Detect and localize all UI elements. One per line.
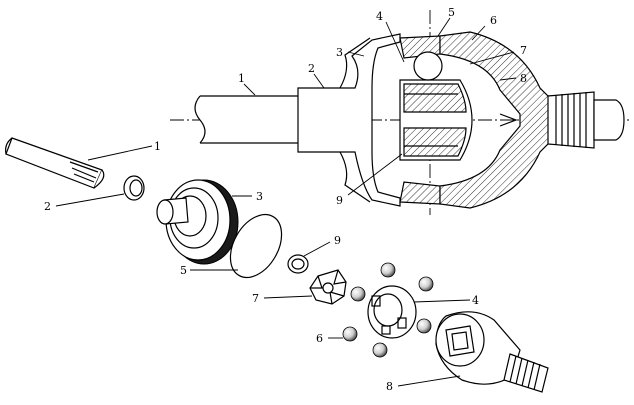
callout-exploded-9: 9 [334, 234, 341, 247]
callout-exploded-4: 4 [472, 294, 479, 307]
callout-top-1: 1 [238, 72, 245, 85]
retaining-ring-part: 9 [287, 234, 341, 274]
callout-exploded-7: 7 [252, 292, 259, 305]
sectional-view: 1 2 3 4 5 6 7 8 9 [170, 6, 630, 215]
callout-exploded-5: 5 [180, 264, 187, 277]
boot-part: 3 [156, 179, 263, 265]
clamp-ring-part: 5 [180, 213, 283, 279]
callout-top-9: 9 [336, 194, 343, 207]
cage-bottom-section [399, 181, 441, 205]
callout-exploded-8: 8 [386, 380, 393, 393]
callout-top-6: 6 [490, 14, 497, 27]
top-callouts: 1 2 3 4 5 6 7 8 9 [238, 6, 527, 207]
callout-exploded-3: 3 [256, 190, 263, 203]
outer-race-section [439, 31, 561, 209]
outer-race-part: 8 [386, 311, 549, 393]
callout-top-5: 5 [448, 6, 455, 19]
callout-top-2: 2 [308, 62, 315, 75]
callout-exploded-2: 2 [44, 200, 51, 213]
snap-ring-part: 2 [44, 175, 145, 213]
ball [372, 342, 388, 358]
callout-top-8: 8 [520, 72, 527, 85]
callout-top-3: 3 [336, 46, 343, 59]
balls-part: 6 [316, 262, 434, 358]
ball [380, 262, 396, 278]
shaft-part: 1 [5, 137, 161, 189]
inner-race-part: 7 [252, 269, 347, 305]
ball [416, 318, 432, 334]
boot-section [297, 33, 401, 207]
callout-exploded-1: 1 [154, 140, 161, 153]
stub-shaft-section [547, 91, 625, 149]
ball [418, 276, 434, 292]
inner-race-section [399, 79, 473, 161]
cage-part: 4 [367, 285, 479, 339]
callout-top-4: 4 [376, 10, 383, 23]
callout-top-7: 7 [520, 44, 527, 57]
ball [350, 286, 366, 302]
ball-section [413, 51, 443, 81]
ball [342, 326, 358, 342]
callout-exploded-6: 6 [316, 332, 323, 345]
exploded-view: 1 2 3 5 [5, 137, 549, 393]
